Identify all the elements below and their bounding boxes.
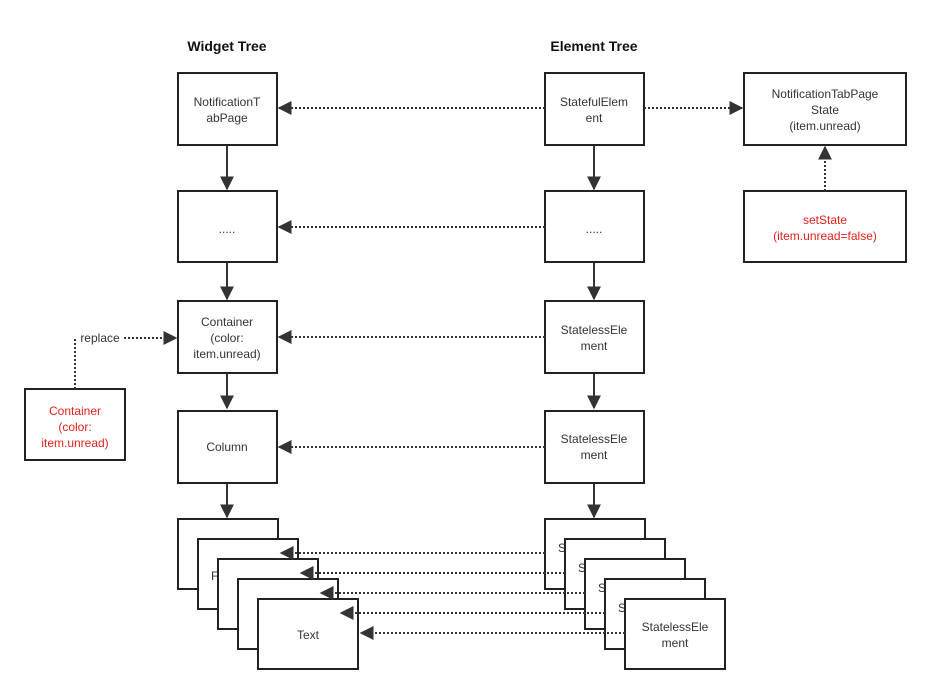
svg-text:StatelessEle: StatelessEle [642,620,709,634]
svg-text:S: S [598,581,606,595]
column-widget: Column [177,410,278,484]
svg-text:Container: Container [49,404,101,418]
replacement-container-widget: Container (color: item.unread) [24,388,126,461]
svg-text:.....: ..... [586,222,603,236]
replace-label: replace [80,331,120,345]
stateless-element-column: StatelessEle ment [544,410,645,484]
stateful-element: StatefulElem ent [544,72,645,146]
svg-text:ment: ment [581,339,608,353]
svg-text:ment: ment [662,636,689,650]
svg-text:S: S [578,561,586,575]
widget-stack: F Text [177,518,359,670]
notification-tab-page-widget: NotificationT abPage [177,72,278,146]
svg-text:Container: Container [201,315,253,329]
svg-text:StatelessEle: StatelessEle [561,432,628,446]
svg-text:ment: ment [581,448,608,462]
stateless-element-container: StatelessEle ment [544,300,645,374]
svg-text:(item.unread): (item.unread) [789,119,860,133]
svg-text:setState: setState [803,213,847,227]
svg-text:NotificationT: NotificationT [194,95,261,109]
set-state-box: setState (item.unread=false) [743,190,907,263]
svg-text:item.unread): item.unread) [41,436,108,450]
svg-text:(item.unread=false): (item.unread=false) [773,229,877,243]
ellipsis-element: ..... [544,190,645,263]
svg-text:abPage: abPage [206,111,248,125]
notification-tab-page-state: NotificationTabPage State (item.unread) [743,72,907,146]
widget-tree-header: Widget Tree [187,38,266,54]
svg-text:NotificationTabPage: NotificationTabPage [772,87,879,101]
svg-text:StatefulElem: StatefulElem [560,95,628,109]
svg-text:State: State [811,103,839,117]
replace-arrow [74,331,178,389]
replace-label-bg [76,330,124,346]
ellipsis-widget: ..... [177,190,278,263]
svg-text:(color:: (color: [58,420,91,434]
svg-text:S: S [618,601,626,615]
svg-text:ent: ent [586,111,603,125]
stateless-element-text [624,598,726,670]
svg-text:StatelessEle: StatelessEle [561,323,628,337]
container-widget: Container (color: item.unread) [177,300,278,374]
text-widget-label: Text [297,628,320,642]
svg-text:item.unread): item.unread) [193,347,260,361]
svg-text:(color:: (color: [210,331,243,345]
svg-text:.....: ..... [219,222,236,236]
svg-text:Column: Column [206,440,247,454]
widget-stack-partial-label: F [211,569,218,583]
element-tree-header: Element Tree [550,38,637,54]
